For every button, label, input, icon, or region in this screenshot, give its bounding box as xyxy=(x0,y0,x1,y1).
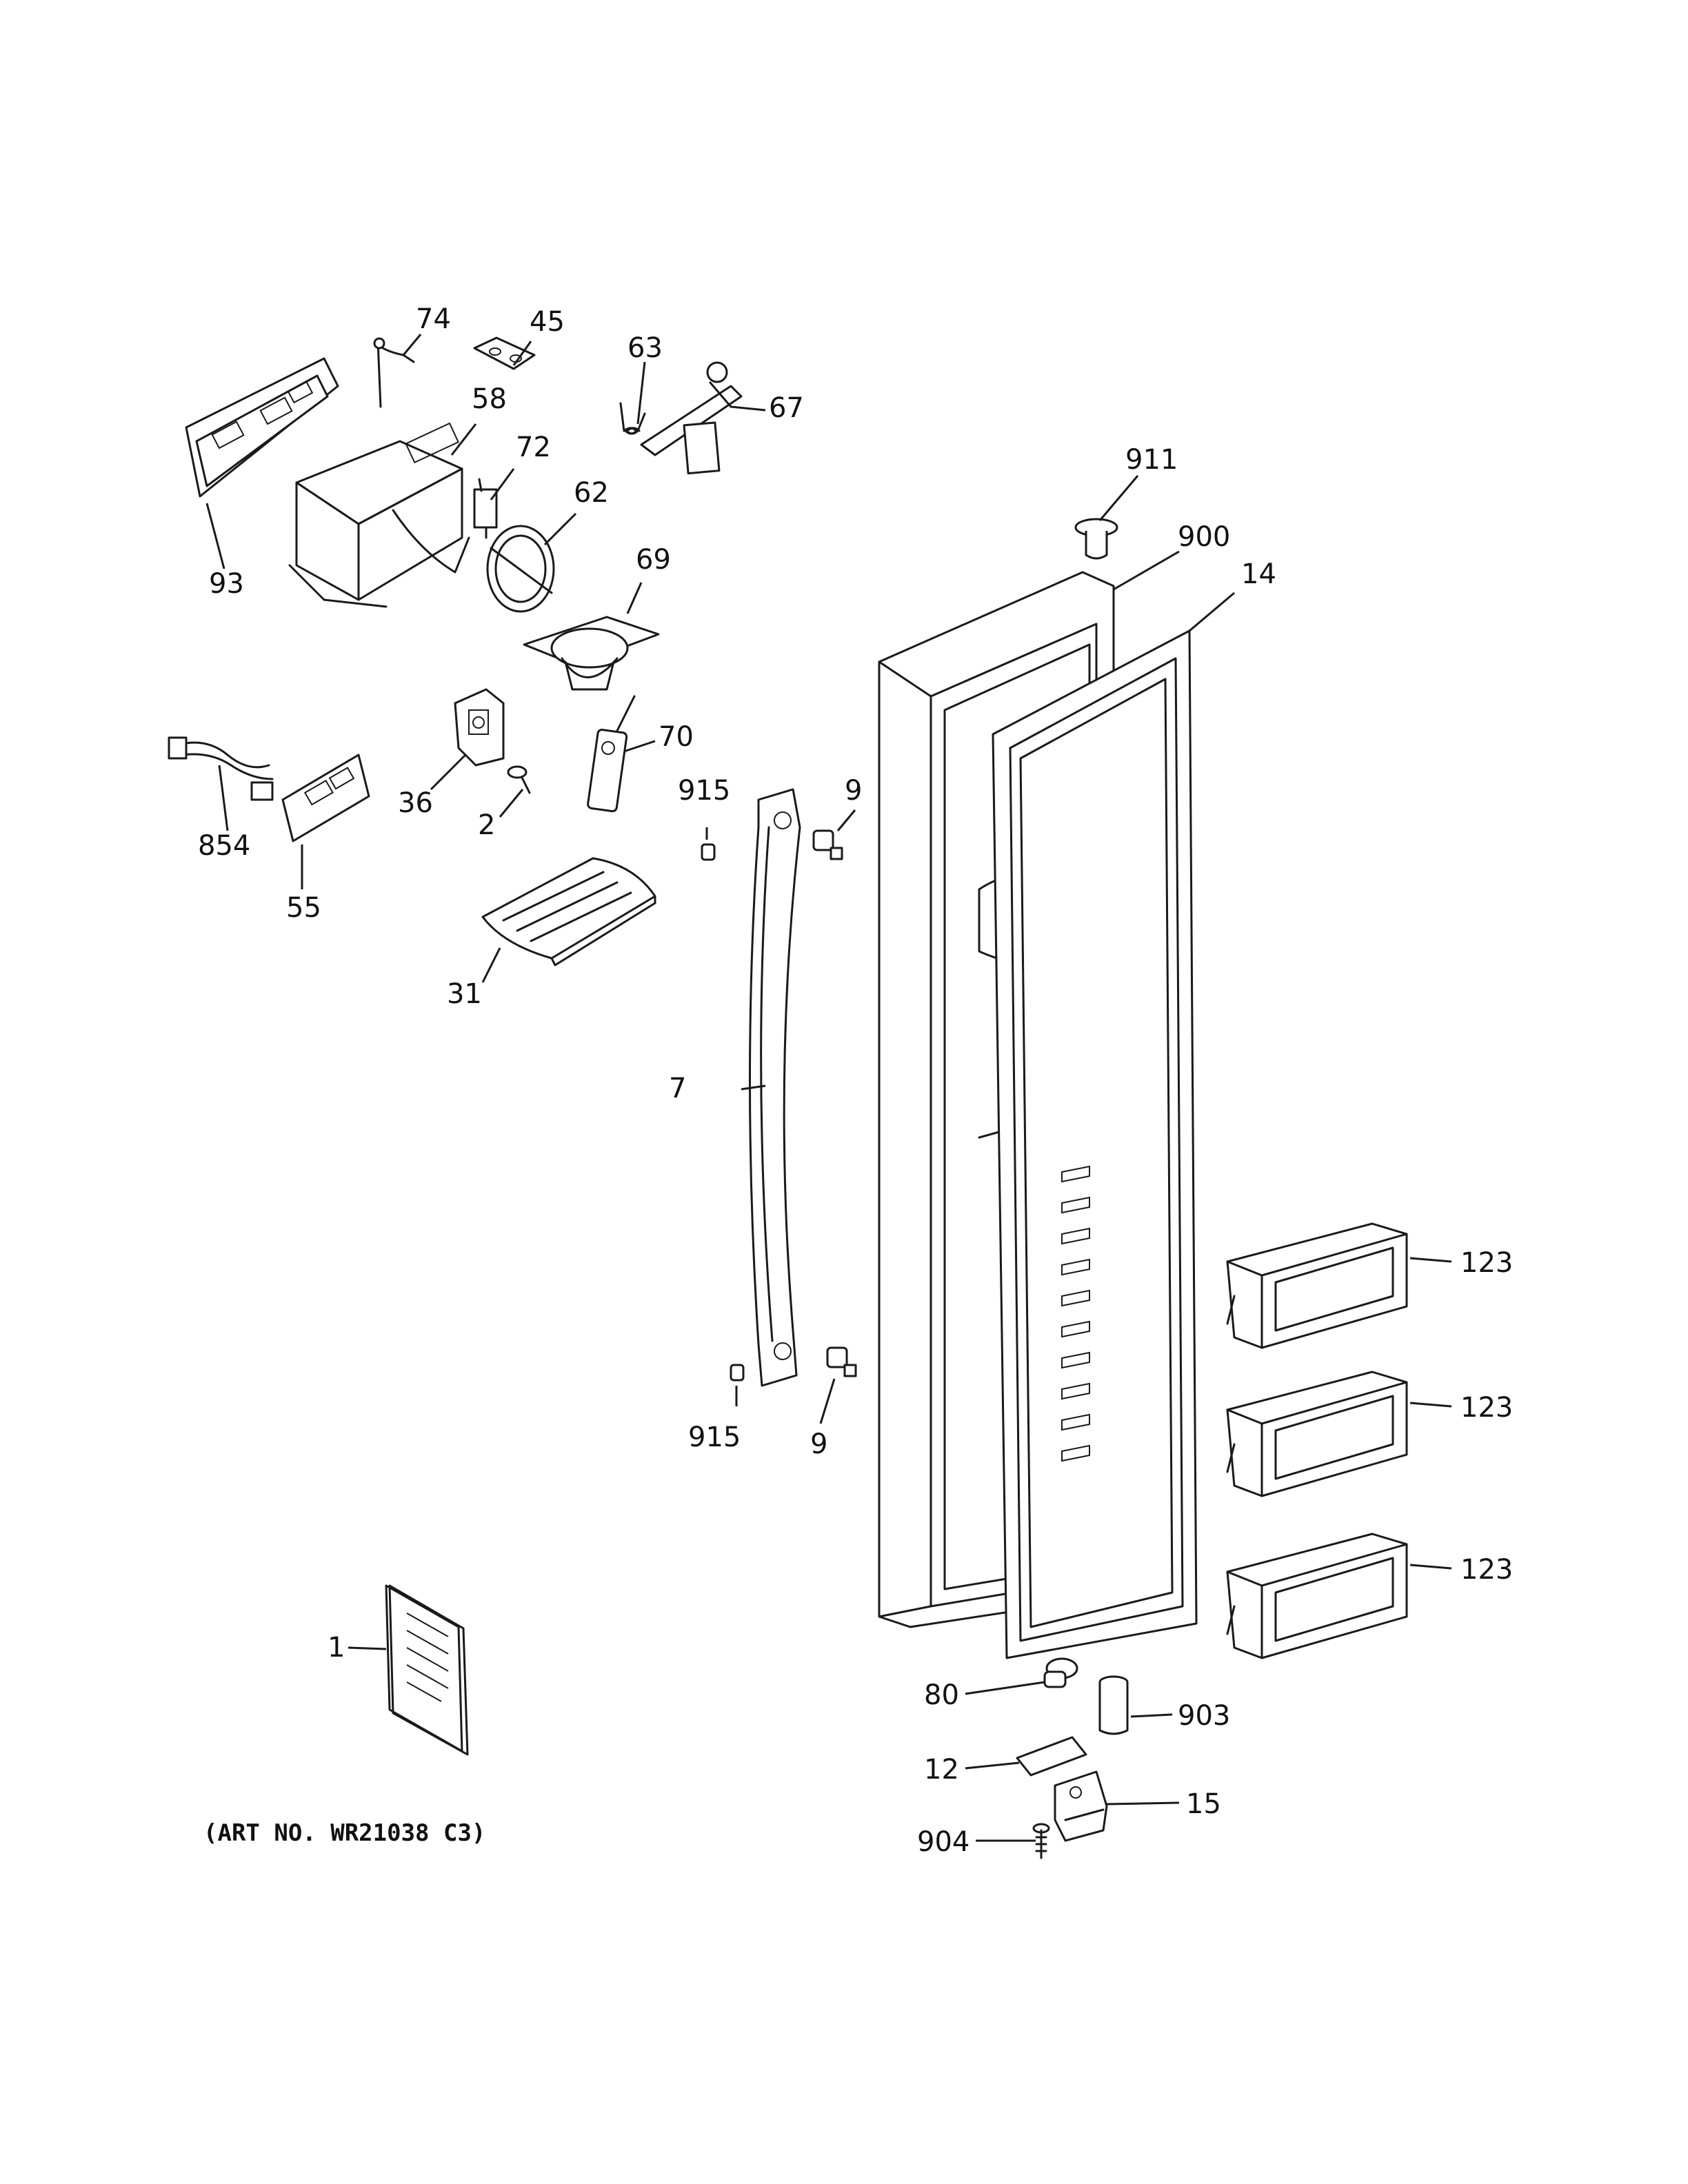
art-number: (ART NO. WR21038 C3) xyxy=(203,1819,485,1847)
callout-2: 2 xyxy=(478,809,495,841)
leader-lines xyxy=(205,334,1452,1842)
part-70-heater xyxy=(587,695,636,813)
callout-58: 58 xyxy=(472,383,507,415)
callout-72: 72 xyxy=(516,432,551,463)
callout-9-top: 9 xyxy=(845,775,862,807)
part-36-bracket xyxy=(454,688,505,767)
part-72-switch xyxy=(473,478,498,539)
callout-915-bottom: 915 xyxy=(688,1422,741,1453)
part-903-hinge-pin xyxy=(1098,1675,1129,1735)
part-58-dispenser-housing xyxy=(288,422,470,608)
part-904-screw xyxy=(1032,1823,1050,1859)
part-55-control-board xyxy=(281,754,370,842)
part-123-door-bin-2 xyxy=(1226,1371,1408,1497)
callout-854: 854 xyxy=(198,830,250,862)
part-911-cap xyxy=(1074,518,1118,560)
door-shelf-ribs xyxy=(1061,1165,1090,1462)
callout-31: 31 xyxy=(447,978,482,1010)
callout-80: 80 xyxy=(924,1679,959,1711)
part-67-actuator xyxy=(640,361,743,475)
part-93-control-panel xyxy=(185,357,339,498)
part-45-bracket xyxy=(473,336,536,370)
callout-67: 67 xyxy=(769,392,804,424)
callout-69: 69 xyxy=(636,544,671,576)
part-15-hinge xyxy=(1054,1770,1108,1842)
part-915-plug-bottom xyxy=(730,1364,745,1382)
callout-labels: 74 45 63 67 58 72 93 62 69 911 900 14 85… xyxy=(198,303,1513,1858)
callout-36: 36 xyxy=(398,787,433,819)
part-69-funnel xyxy=(523,616,660,691)
callout-45: 45 xyxy=(530,306,565,338)
part-123-door-bin-3 xyxy=(1226,1533,1408,1659)
callout-900: 900 xyxy=(1178,521,1230,553)
part-2-screw xyxy=(507,765,531,794)
part-9-fastener-bottom xyxy=(826,1346,857,1377)
part-7-door-handle xyxy=(749,788,801,1387)
callout-15: 15 xyxy=(1186,1788,1221,1820)
callout-55: 55 xyxy=(286,892,321,924)
callout-93: 93 xyxy=(209,568,244,600)
part-123-door-bin-1 xyxy=(1226,1222,1408,1349)
part-12-shim xyxy=(1016,1736,1087,1777)
callout-911: 911 xyxy=(1125,444,1178,476)
callout-9-bottom: 9 xyxy=(810,1428,827,1460)
callout-904: 904 xyxy=(917,1826,969,1858)
callout-74: 74 xyxy=(416,303,451,335)
part-915-plug-top xyxy=(701,843,716,861)
callout-70: 70 xyxy=(659,721,694,753)
part-854-harness xyxy=(168,736,274,801)
callout-123-bottom: 123 xyxy=(1460,1554,1513,1586)
part-74-clip xyxy=(373,337,415,408)
part-14-door-gasket xyxy=(992,629,1198,1659)
callout-123-top: 123 xyxy=(1460,1247,1513,1279)
part-1-manual xyxy=(385,1584,469,1756)
part-63-spring xyxy=(619,402,646,435)
callout-62: 62 xyxy=(574,477,609,509)
callout-12: 12 xyxy=(924,1754,959,1786)
callout-7: 7 xyxy=(669,1073,686,1104)
callout-63: 63 xyxy=(627,332,663,364)
part-31-drip-tray xyxy=(481,857,656,967)
part-9-fastener-top xyxy=(812,829,843,860)
callout-14: 14 xyxy=(1241,558,1276,590)
callout-123-middle: 123 xyxy=(1460,1392,1513,1424)
callout-903: 903 xyxy=(1178,1700,1230,1732)
callout-1: 1 xyxy=(328,1632,345,1664)
part-62-duct-door xyxy=(486,525,555,613)
part-80-bushing xyxy=(1043,1657,1078,1688)
callout-915-top: 915 xyxy=(678,775,730,807)
